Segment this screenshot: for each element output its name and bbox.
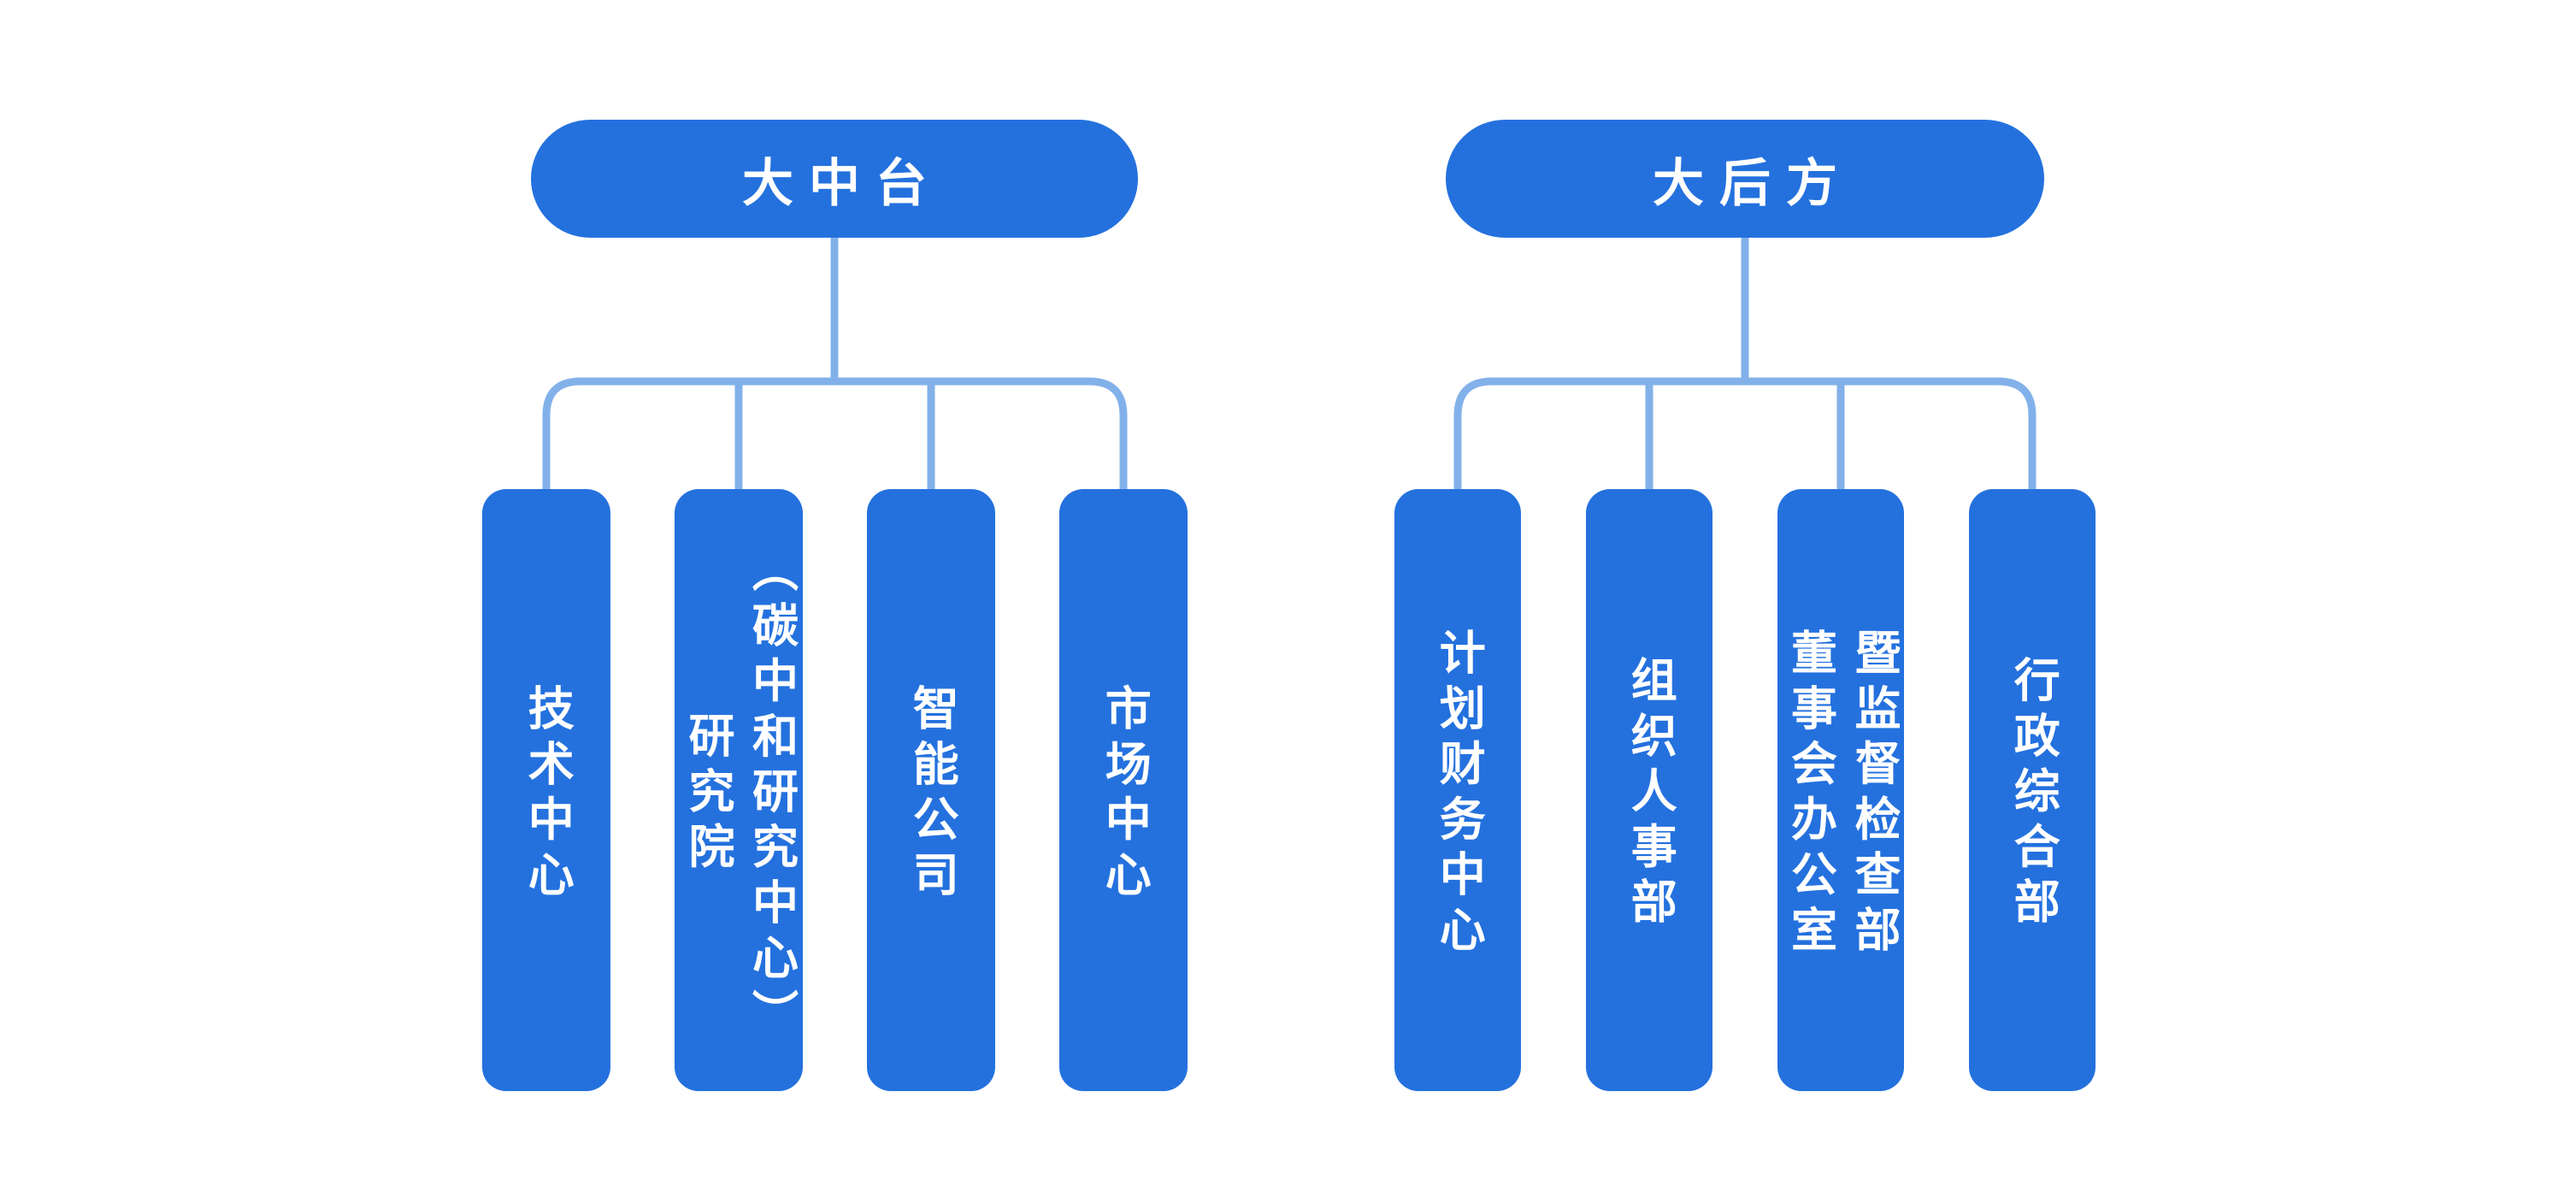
- connector-branch-left: [542, 377, 1128, 491]
- root-node-rear-support-label: 大后方: [1653, 154, 1853, 212]
- child-node-tech-center: 技术中心: [482, 489, 610, 1091]
- child-node-board-office-supervision-dept-text: 董事会办公室 暨监督检查部: [1777, 619, 1905, 961]
- node-text-line: （碳中和研究中心）: [745, 545, 797, 1044]
- child-node-intelligent-company: 智能公司: [867, 489, 995, 1091]
- child-node-research-institute: 研究院 （碳中和研究中心）: [675, 489, 803, 1091]
- child-node-org-personnel-dept-text: 组织人事部: [1618, 647, 1682, 934]
- node-text-line: 董事会办公室: [1783, 628, 1836, 961]
- child-node-planning-finance-center: 计划财务中心: [1394, 489, 1521, 1091]
- node-text-line: 暨监督检查部: [1848, 628, 1900, 961]
- node-text-line: 行政综合部: [2007, 656, 2059, 934]
- root-node-mid-platform: 大中台: [531, 120, 1138, 238]
- node-text-line: 计划财务中心: [1432, 628, 1484, 961]
- child-node-admin-general-dept-text: 行政综合部: [2001, 647, 2065, 934]
- child-node-market-center-text: 市场中心: [1092, 675, 1156, 906]
- child-node-board-office-supervision-dept: 董事会办公室 暨监督检查部: [1777, 489, 1904, 1091]
- child-node-intelligent-company-text: 智能公司: [899, 675, 964, 906]
- child-node-admin-general-dept: 行政综合部: [1969, 489, 2096, 1091]
- root-node-mid-platform-label: 大中台: [742, 154, 942, 212]
- node-text-line: 组织人事部: [1624, 656, 1676, 934]
- node-text-line: 智能公司: [905, 683, 958, 906]
- child-node-planning-finance-center-text: 计划财务中心: [1426, 619, 1490, 961]
- root-node-rear-support: 大后方: [1446, 120, 2044, 238]
- child-node-market-center: 市场中心: [1059, 489, 1188, 1091]
- child-node-research-institute-text: 研究院 （碳中和研究中心）: [675, 536, 802, 1044]
- child-node-org-personnel-dept: 组织人事部: [1586, 489, 1712, 1091]
- node-text-line: 市场中心: [1098, 683, 1150, 906]
- node-text-line: 技术中心: [521, 683, 573, 906]
- node-text-line: 研究院: [681, 711, 733, 878]
- child-node-tech-center-text: 技术中心: [515, 675, 579, 906]
- connector-branch-right: [1453, 377, 2037, 491]
